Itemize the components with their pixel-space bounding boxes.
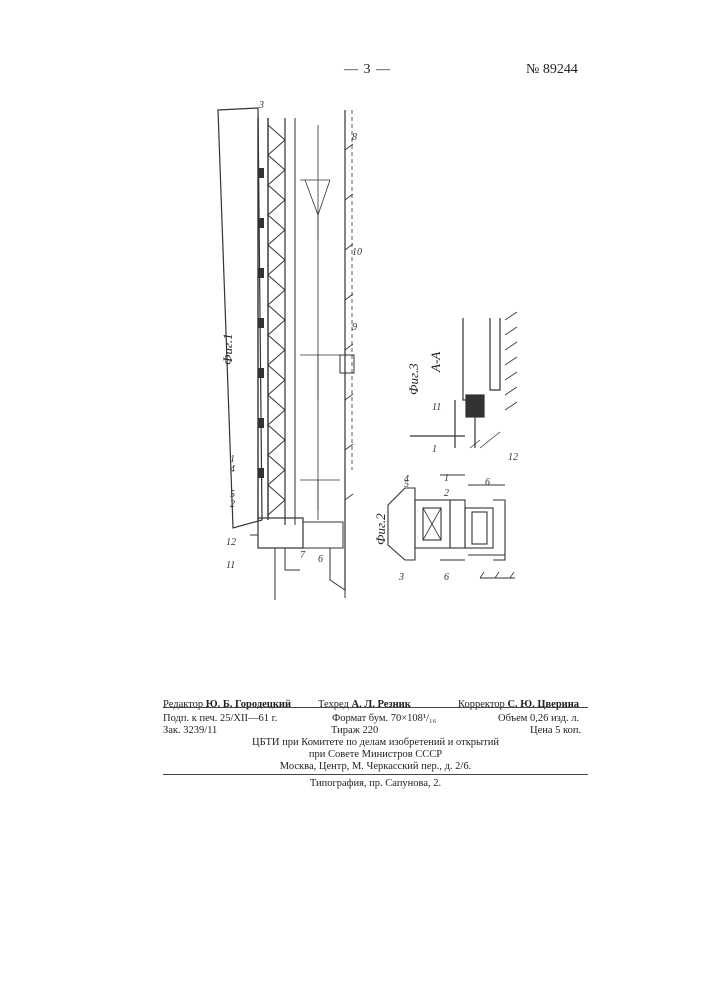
imprint-rule	[163, 707, 588, 708]
techred-line: Техред А. Л. Резник	[318, 698, 411, 711]
figure-1-labels: 3 1 4 5 2 12 11 7 6 9 10 8 Фиг.1	[220, 100, 362, 571]
svg-text:6: 6	[318, 554, 323, 565]
figure-3	[410, 312, 517, 448]
svg-text:8: 8	[352, 132, 357, 143]
figure-2	[388, 475, 515, 578]
svg-text:11: 11	[226, 560, 235, 571]
figure-1-caption: Фиг.1	[220, 333, 235, 365]
svg-text:3: 3	[258, 100, 264, 111]
svg-text:2: 2	[444, 488, 449, 499]
figure-2-caption: Фиг.2	[373, 513, 388, 545]
publisher-address: Москва, Центр, М. Черкасский пер., д. 2/…	[163, 760, 588, 773]
svg-text:6: 6	[444, 572, 449, 583]
svg-text:9: 9	[352, 322, 357, 333]
svg-text:12: 12	[226, 537, 236, 548]
figure-3-caption: Фиг.3	[406, 363, 421, 395]
editor-line: Редактор Ю. Б. Городецкий	[163, 698, 291, 711]
svg-text:2: 2	[230, 499, 235, 510]
svg-text:10: 10	[352, 247, 362, 258]
svg-text:4: 4	[230, 464, 235, 475]
corrector-line: Корректор С. Ю. Цверина	[458, 698, 579, 711]
svg-text:1: 1	[444, 473, 449, 484]
svg-text:12: 12	[508, 452, 518, 463]
svg-text:3: 3	[398, 572, 404, 583]
svg-text:7: 7	[300, 550, 306, 561]
section-label: А-А	[428, 352, 443, 373]
printer: Типография, пр. Сапунова, 2.	[163, 777, 588, 790]
svg-text:1: 1	[432, 444, 437, 455]
svg-text:4: 4	[404, 474, 409, 485]
imprint-rule-bottom	[163, 774, 588, 775]
figure-3-labels: Фиг.3 А-А 1 11 12	[406, 352, 518, 463]
svg-text:11: 11	[432, 402, 441, 413]
svg-text:6: 6	[485, 477, 490, 488]
figure-1	[218, 108, 354, 600]
